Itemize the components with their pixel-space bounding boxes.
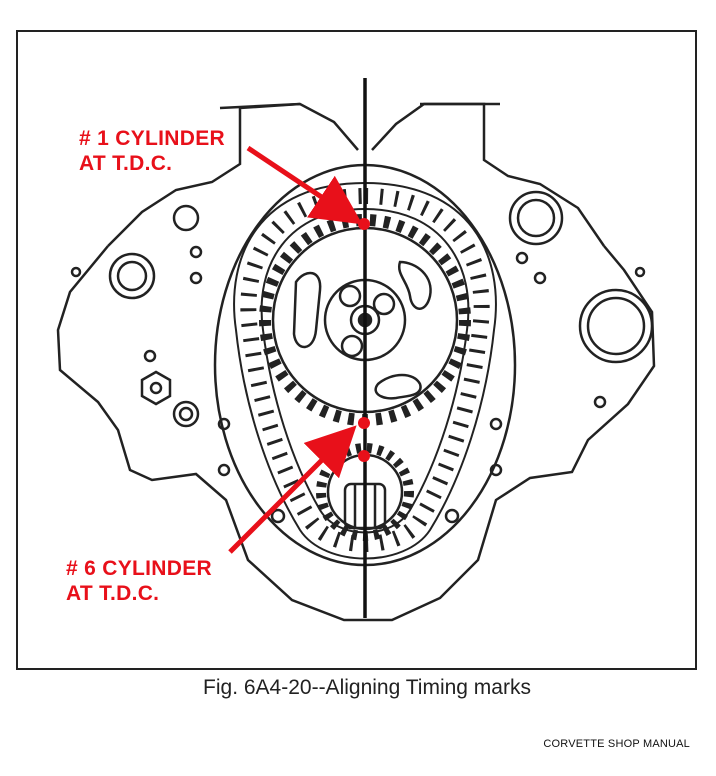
engine-timing-diagram — [16, 30, 697, 670]
timing-mark-crank — [358, 450, 370, 462]
callout-cylinder-6-line2: AT T.D.C. — [66, 582, 160, 605]
figure-border — [16, 30, 697, 670]
callout-cylinder-1: # 1 CYLINDER AT T.D.C. — [79, 126, 225, 176]
callout-cylinder-6-line1: # 6 CYLINDER — [66, 557, 212, 580]
callout-cylinder-1-line2: AT T.D.C. — [79, 152, 173, 175]
callout-cylinder-1-line1: # 1 CYLINDER — [79, 127, 225, 150]
callout-cylinder-6: # 6 CYLINDER AT T.D.C. — [66, 556, 212, 606]
arrow-cylinder-6 — [228, 425, 357, 554]
engine-block — [56, 102, 656, 622]
source-label: CORVETTE SHOP MANUAL — [543, 738, 690, 750]
timing-mark-cam-bottom — [358, 417, 370, 429]
timing-mark-cam-top — [358, 218, 370, 230]
block-bolt-holes — [70, 190, 654, 524]
figure-caption: Fig. 6A4-20--Aligning Timing marks — [203, 676, 531, 699]
arrow-cylinder-1 — [246, 145, 363, 225]
